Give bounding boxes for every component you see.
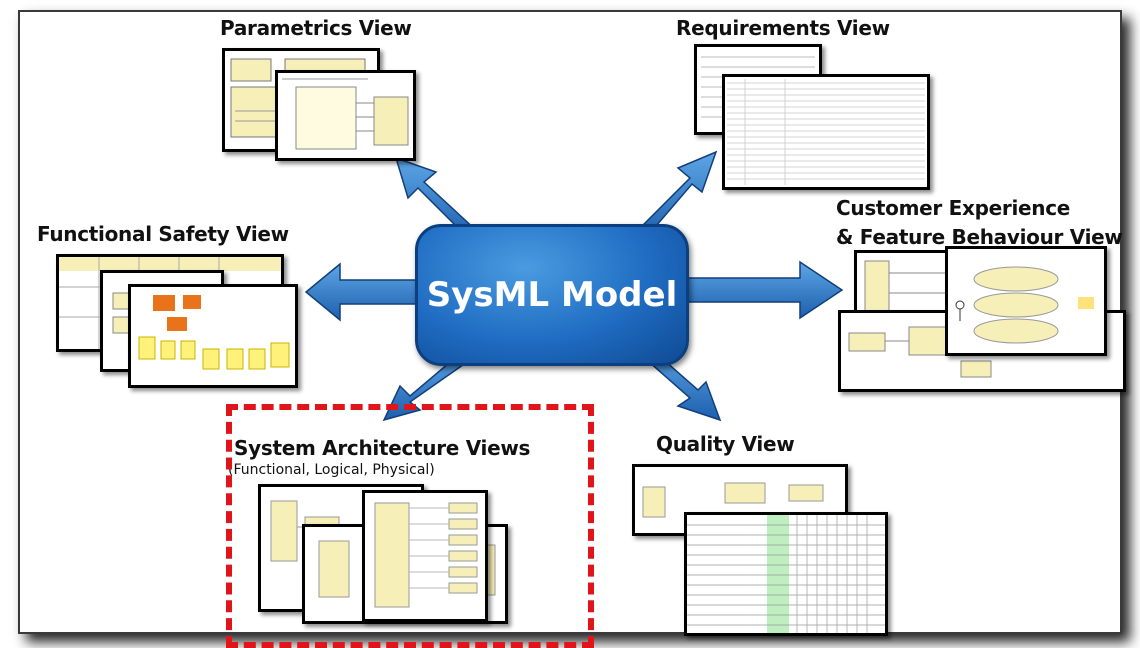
architecture-diagram-front [362, 490, 488, 622]
requirements-table-front [722, 74, 930, 190]
quality-matrix [684, 512, 888, 636]
hub-label: SysML Model [426, 275, 678, 315]
arrow-to-customer-experience [679, 260, 844, 320]
sysml-model-hub: SysML Model [415, 224, 689, 366]
quality-view-label: Quality View [656, 432, 795, 456]
customer-experience-use-case [945, 246, 1107, 356]
customer-experience-label-line2: & Feature Behaviour View [836, 225, 1123, 249]
functional-safety-view-label: Functional Safety View [37, 222, 289, 246]
parametrics-diagram-front [275, 70, 416, 161]
requirements-view-label: Requirements View [676, 16, 890, 40]
functional-safety-tree-front [128, 284, 298, 388]
parametrics-view-label: Parametrics View [220, 16, 412, 40]
system-architecture-subtitle: (Functional, Logical, Physical) [228, 462, 435, 478]
arrow-to-system-architecture [382, 350, 472, 422]
customer-experience-label-line1: Customer Experience [836, 196, 1071, 220]
arrow-to-functional-safety [304, 262, 421, 322]
system-architecture-views-label: System Architecture Views [234, 436, 531, 460]
